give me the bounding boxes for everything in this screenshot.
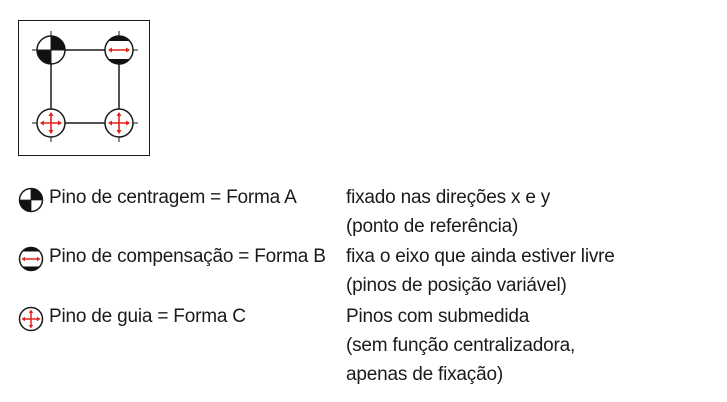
legend-row-form-b: Pino de compensação = Forma B fixa o eix… [18,242,718,302]
legend-desc-line: (ponto de referência) [346,216,519,237]
legend-name-form-a: Pino de centragem = Forma A [49,187,297,208]
compensation-pin-icon [100,31,138,69]
legend-desc-form-a: fixado nas direções x e y (ponto de refe… [346,183,550,241]
guide-pin-icon [18,306,44,332]
legend-desc-line: (sem função centralizadora, [346,335,576,356]
pin-layout-svg [32,31,138,142]
legend-row-form-c: Pino de guia = Forma C Pinos com submedi… [18,302,718,385]
legend-desc-line: (pinos de posição variável) [346,275,567,296]
legend-row-form-a: Pino de centragem = Forma A fixado nas d… [18,183,718,243]
guide-pin-icon [100,104,138,142]
connection-frame [50,49,120,124]
legend-desc-form-b: fixa o eixo que ainda estiver livre (pin… [346,242,615,300]
compensation-pin-icon [18,246,44,272]
legend-desc-line: apenas de fixação) [346,364,503,385]
legend-desc-line: Pinos com submedida [346,306,530,327]
legend-desc-line: fixa o eixo que ainda estiver livre [346,246,615,267]
pin-layout-diagram [18,20,150,156]
legend-desc-line: fixado nas direções x e y [346,187,551,208]
legend-desc-form-c: Pinos com submedida (sem função centrali… [346,302,575,389]
guide-pin-icon [32,104,70,142]
centering-pin-icon [18,187,44,213]
legend-name-form-c: Pino de guia = Forma C [49,306,246,327]
legend-name-form-b: Pino de compensação = Forma B [49,246,326,267]
centering-pin-icon [32,31,70,69]
